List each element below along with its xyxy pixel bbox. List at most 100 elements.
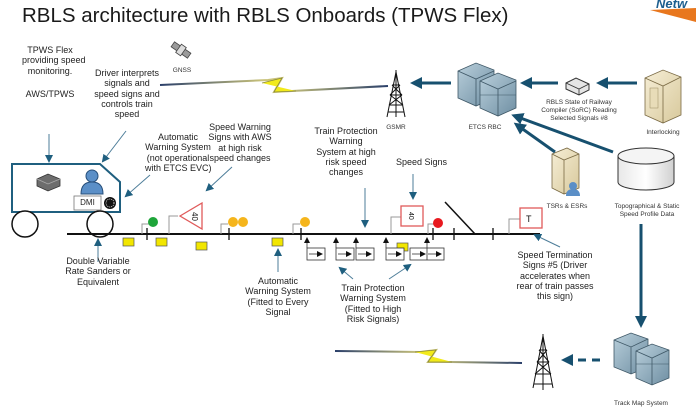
- signal-green: [141, 217, 158, 234]
- topographical-database-icon: [617, 147, 675, 191]
- label-line: Warning: [329, 136, 363, 147]
- label-line: System at high: [316, 146, 376, 157]
- label-interlocking: Interlocking: [646, 129, 680, 136]
- label-line: Signs with AWS: [208, 132, 272, 143]
- tsr-esr-server-icon: [551, 147, 580, 196]
- label-gnss: GNSS: [172, 67, 192, 74]
- label-line: rear of train passes: [516, 280, 594, 291]
- label-sanders: Double Variable Rate Sanders or Equivale…: [63, 256, 133, 287]
- label-line: risk speed: [325, 156, 367, 167]
- label-line: Train Protection: [341, 283, 405, 293]
- label-line: Topographical & Static: [614, 203, 680, 210]
- label-gsmr: GSMR: [386, 124, 406, 131]
- diverging-track: [444, 201, 476, 235]
- label-line: Risk Signals): [346, 313, 400, 324]
- track-map-server-icon: [613, 332, 670, 386]
- dmi-display: [73, 195, 102, 211]
- data-flow-arrows: [410, 77, 647, 366]
- label-dmi: DMI: [80, 198, 95, 207]
- signal-single-yellow: [292, 217, 310, 234]
- label-line: with ETCS EVC): [145, 162, 212, 173]
- label-line: (Fitted to Every: [247, 296, 309, 307]
- label-line: providing speed: [22, 55, 86, 66]
- label-line: Speed Profile Data: [619, 211, 675, 218]
- label-speed-termination: Speed Termination Signs #5 (Driver accel…: [515, 250, 595, 301]
- speed-termination-sign: [508, 207, 543, 234]
- speed-sign-value: 40: [407, 212, 414, 220]
- driver-icon: [80, 169, 104, 195]
- label-line: Equivalent: [76, 276, 120, 287]
- label-line: Automatic: [157, 132, 199, 142]
- logo-swoosh-icon: [650, 8, 696, 22]
- network-rail-logo: Netw: [648, 0, 696, 30]
- label-line: controls train: [101, 98, 153, 109]
- speed-warning-value: 40: [190, 212, 199, 221]
- label-line: monitoring.: [27, 65, 73, 76]
- label-sorc: RBLS State of Railway Compiler (SoRC) Re…: [534, 99, 624, 123]
- label-tpws-high-risk-speed: Train Protection Warning System at high …: [314, 126, 378, 177]
- label-line: Selected Signals #8: [550, 115, 608, 122]
- etcs-rbc-server-icon: [457, 62, 517, 117]
- label-line: speed changes: [209, 152, 271, 163]
- label-tpws-flex: TPWS Flex providing speed monitoring.: [22, 45, 86, 76]
- label-line: (not operational: [146, 152, 210, 163]
- label-line: changes: [328, 167, 364, 178]
- speed-warning-sign: [168, 201, 203, 234]
- sorc-device-icon: [565, 77, 590, 96]
- label-line: accelerates when: [519, 270, 591, 281]
- label-tpws-high-risk-signals: Train Protection Warning System (Fitted …: [338, 283, 408, 324]
- label-aws-not-operational: Automatic Warning System (not operationa…: [145, 132, 212, 173]
- label-line: signals and: [104, 78, 150, 89]
- label-line: Compiler (SoRC) Reading: [541, 107, 617, 114]
- label-track-map-system: Track Map System: [614, 400, 668, 407]
- logo-text: Netw: [656, 0, 688, 11]
- speed-sign: [390, 205, 424, 234]
- label-line: (Fitted to High: [344, 303, 402, 314]
- label-line: Double Variable: [66, 256, 130, 266]
- tpws-loop-arrows: [309, 248, 442, 260]
- signal-double-yellow: [220, 217, 248, 234]
- label-topographical-data: Topographical & Static Speed Profile Dat…: [604, 203, 690, 219]
- label-line: Warning System: [145, 142, 211, 153]
- label-line: Warning System: [245, 286, 311, 297]
- gnss-satellite-icon: [170, 41, 192, 59]
- radio-link-upper: [159, 76, 389, 94]
- speed-termination-symbol: T: [526, 214, 532, 224]
- label-line: Signs #5 (Driver: [522, 260, 588, 271]
- callout-arrows: [45, 130, 561, 280]
- label-aws-tpws: AWS/TPWS: [25, 89, 75, 99]
- label-speed-signs: Speed Signs: [396, 157, 448, 167]
- label-line: Driver interprets: [94, 68, 159, 78]
- label-aws-every-signal: Automatic Warning System (Fitted to Ever…: [245, 276, 311, 317]
- aws-magnets: [122, 237, 409, 252]
- signal-red: [427, 218, 443, 234]
- label-tsrs-esrs: TSRs & ESRs: [546, 203, 588, 210]
- interlocking-cabinet-icon: [644, 69, 682, 124]
- label-speed-warning-signs: Speed Warning Signs with AWS at high ris…: [208, 122, 272, 163]
- label-line: this sign): [536, 291, 573, 302]
- label-line: Train Protection: [314, 126, 378, 136]
- train-cab: [11, 163, 121, 238]
- page-title: RBLS architecture with RBLS Onboards (TP…: [22, 4, 509, 27]
- label-driver-interprets: Driver interprets signals and speed sign…: [92, 68, 162, 119]
- track-ticks: [146, 228, 494, 240]
- label-line: Automatic: [257, 276, 299, 286]
- label-etcs-rbc: ETCS RBC: [468, 124, 502, 131]
- label-line: at high risk: [218, 142, 262, 153]
- speedometer-icon: [104, 197, 116, 209]
- label-line: Speed Termination: [517, 250, 593, 260]
- gsmr-mast-icon: [386, 70, 406, 118]
- label-line: Warning System: [340, 293, 406, 304]
- label-line: RBLS State of Railway: [546, 99, 612, 106]
- onboard-unit-icon: [36, 173, 61, 192]
- label-line: TPWS Flex: [27, 45, 73, 55]
- label-line: Speed Warning: [209, 122, 271, 132]
- radio-link-lower: [334, 348, 523, 364]
- lower-radio-mast-icon: [532, 334, 554, 390]
- label-line: speed signs and: [94, 88, 160, 99]
- label-line: Rate Sanders or: [65, 266, 131, 277]
- tpws-loop-connectors: [304, 237, 430, 248]
- label-line: Signal: [265, 306, 291, 317]
- label-line: speed: [114, 109, 140, 120]
